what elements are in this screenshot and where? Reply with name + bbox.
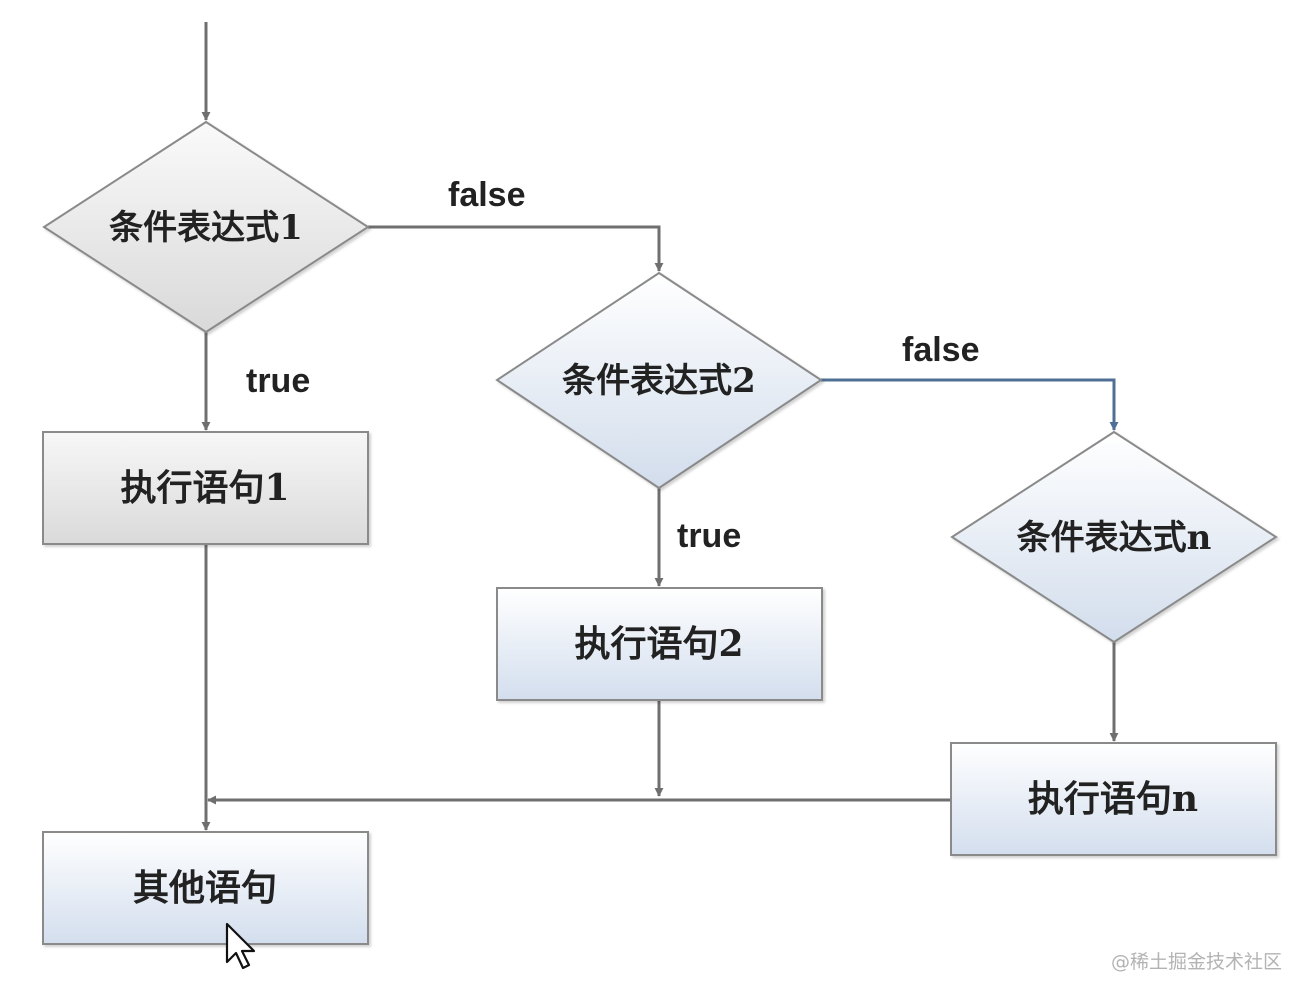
decision-cond2: 条件表达式2	[495, 271, 823, 490]
process-stmt2: 执行语句2	[496, 587, 823, 701]
diamond-shape	[495, 271, 823, 490]
process-other: 其他语句	[42, 831, 369, 945]
mouse-cursor-icon	[225, 922, 256, 970]
decision-cond1: 条件表达式1	[42, 120, 370, 334]
false-label-2: false	[902, 331, 980, 369]
false-connector-1	[368, 225, 664, 272]
stmt1-label: 执行语句1	[120, 467, 289, 509]
stmtn-label: 执行语句n	[1028, 778, 1198, 820]
true-label-2: true	[677, 517, 741, 555]
box-shape	[42, 831, 369, 945]
other-label: 其他语句	[133, 867, 277, 909]
decision-condn: 条件表达式n	[950, 430, 1278, 644]
diamond-shape	[950, 430, 1278, 644]
stmt2-label: 执行语句2	[574, 623, 743, 665]
process-stmtn: 执行语句n	[950, 742, 1277, 856]
process-stmt1: 执行语句1	[42, 431, 369, 545]
box-shape	[496, 587, 823, 701]
diamond-shape	[42, 120, 370, 334]
false-label-1: false	[448, 176, 526, 214]
true-label-1: true	[246, 362, 310, 400]
cond2-label: 条件表达式2	[562, 361, 756, 401]
condn-label: 条件表达式n	[1017, 518, 1212, 558]
box-shape	[950, 742, 1277, 856]
watermark: @稀土掘金技术社区	[1111, 951, 1282, 973]
box-shape	[42, 431, 369, 545]
connectors	[201, 22, 1119, 831]
cond1-label: 条件表达式1	[109, 208, 303, 248]
false-connector-2	[821, 378, 1119, 431]
